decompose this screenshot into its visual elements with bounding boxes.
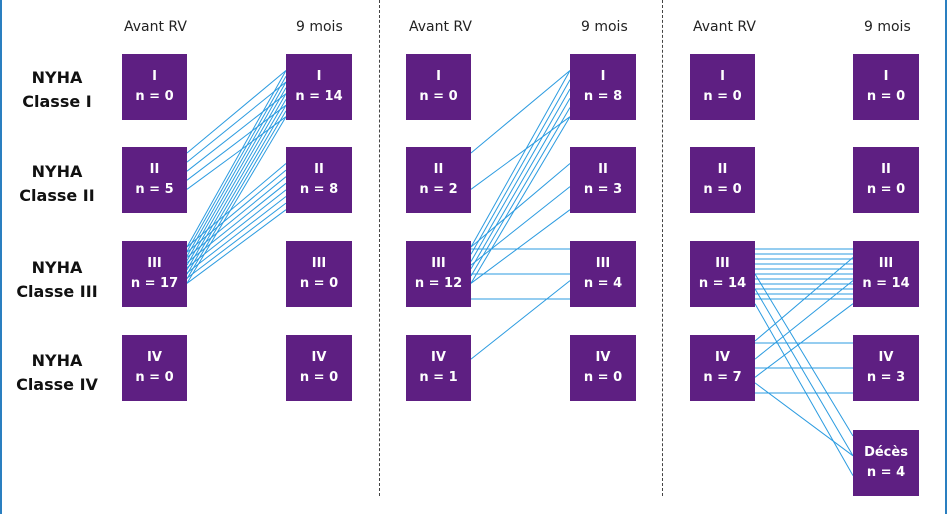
transition-line bbox=[470, 79, 571, 255]
transition-line bbox=[754, 303, 854, 378]
transition-line bbox=[470, 280, 571, 360]
transition-line bbox=[186, 70, 287, 248]
panel-divider-2 bbox=[662, 0, 663, 496]
transition-line bbox=[470, 88, 571, 262]
transition-line bbox=[186, 189, 287, 269]
transition-line bbox=[186, 76, 287, 252]
transition-line bbox=[186, 202, 287, 279]
transition-line bbox=[186, 176, 287, 258]
panel-2-before-header: Avant RV bbox=[409, 19, 472, 35]
panel-3-before-header: Avant RV bbox=[693, 19, 756, 35]
panel-divider-1 bbox=[379, 0, 380, 496]
transition-line bbox=[470, 209, 571, 284]
transition-line bbox=[186, 87, 287, 261]
transition-line bbox=[186, 169, 287, 253]
transition-line bbox=[186, 104, 287, 181]
transition-line bbox=[186, 93, 287, 172]
transition-line bbox=[470, 70, 571, 248]
transition-line bbox=[186, 116, 287, 284]
transition-line bbox=[186, 93, 287, 266]
transition-line bbox=[186, 81, 287, 257]
transition-line bbox=[754, 280, 854, 360]
transition-line bbox=[470, 116, 571, 190]
transition-line bbox=[470, 163, 571, 248]
transition-line bbox=[754, 382, 854, 457]
transition-line bbox=[754, 288, 854, 457]
transition-line bbox=[754, 303, 854, 476]
transition-line bbox=[470, 97, 571, 270]
transition-line bbox=[470, 116, 571, 284]
transition-line bbox=[186, 104, 287, 275]
transition-line bbox=[470, 186, 571, 266]
transition-line bbox=[186, 110, 287, 280]
transition-line bbox=[754, 257, 854, 342]
transition-line bbox=[186, 182, 287, 263]
transition-line bbox=[186, 81, 287, 163]
transition-line bbox=[470, 70, 571, 154]
transition-line bbox=[470, 107, 571, 277]
transition-line bbox=[186, 163, 287, 248]
panel-3-after-header: 9 mois bbox=[864, 19, 911, 35]
transition-line bbox=[754, 273, 854, 437]
transition-line bbox=[186, 196, 287, 274]
transition-line bbox=[186, 116, 287, 190]
transition-line bbox=[186, 70, 287, 154]
panel-1-before-header: Avant RV bbox=[124, 19, 187, 35]
transition-line bbox=[186, 99, 287, 270]
panel-2-after-header: 9 mois bbox=[581, 19, 628, 35]
transition-line bbox=[186, 209, 287, 284]
panel-1-after-header: 9 mois bbox=[296, 19, 343, 35]
